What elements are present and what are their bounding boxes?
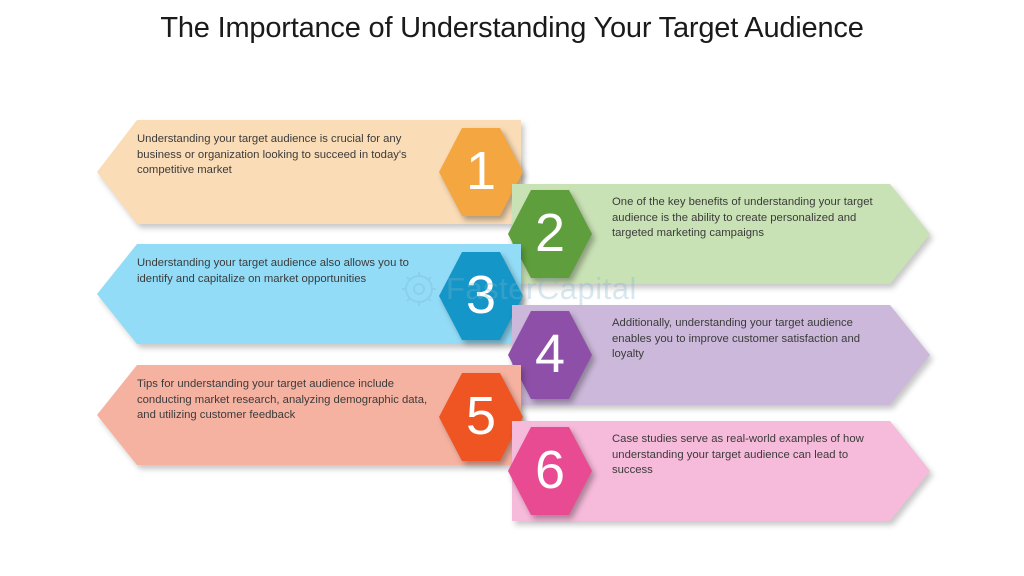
infographic-item-1[interactable]: Understanding your target audience is cr… [97,118,523,226]
badge-number-2: 2 [534,202,566,263]
banner-shape-6 [512,419,930,523]
infographic-item-3[interactable]: Understanding your target audience also … [97,242,523,346]
number-badge-6[interactable]: 6 [508,423,592,519]
number-badge-2[interactable]: 2 [508,186,592,282]
banner-shape-1 [97,118,521,226]
item-text-1: Understanding your target audience is cr… [137,133,407,177]
badge-number-6: 6 [534,439,566,500]
badge-number-4: 4 [534,323,566,384]
infographic-item-2[interactable]: One of the key benefits of understanding… [508,182,930,286]
number-badge-1[interactable]: 1 [439,124,523,220]
number-badge-3[interactable]: 3 [439,248,523,344]
badge-number-1: 1 [465,140,497,201]
infographic-item-6[interactable]: Case studies serve as real-world example… [508,419,930,523]
badge-number-5: 5 [465,385,497,446]
item-text-3: Understanding your target audience also … [137,257,409,285]
banner-shape-3 [97,242,521,346]
banner-shape-2 [512,182,930,286]
item-text-4: Additionally, understanding your target … [612,317,861,361]
banner-shape-4 [512,303,930,407]
page-title: The Importance of Understanding Your Tar… [160,12,864,44]
infographic-item-4[interactable]: Additionally, understanding your target … [508,303,930,407]
badge-number-3: 3 [465,264,497,325]
item-text-5: Tips for understanding your target audie… [137,378,428,422]
infographic-item-5[interactable]: Tips for understanding your target audie… [97,363,523,467]
item-text-6: Case studies serve as real-world example… [612,433,864,477]
banner-shape-5 [97,363,521,467]
number-badge-5[interactable]: 5 [439,369,523,465]
item-text-2: One of the key benefits of understanding… [612,196,873,240]
number-badge-4[interactable]: 4 [508,307,592,403]
